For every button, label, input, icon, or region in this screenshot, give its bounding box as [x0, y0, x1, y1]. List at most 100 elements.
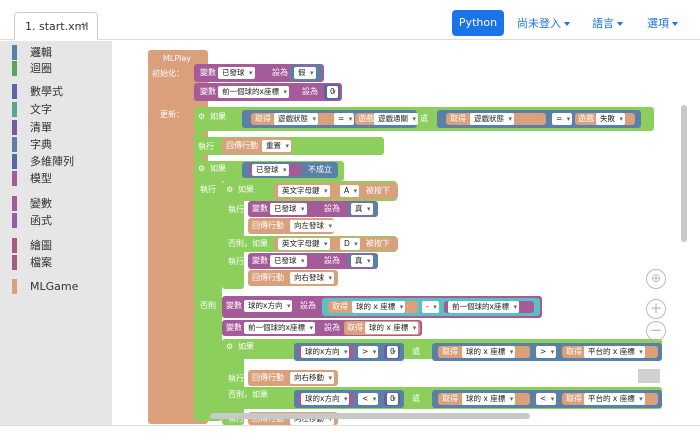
variable-dropdown[interactable]: 已發球 [270, 203, 307, 215]
ball-x-dropdown[interactable]: 球的 x 座標 [365, 322, 419, 334]
set-to-label: 設為 [324, 323, 340, 332]
variable-dropdown[interactable]: 球的x方向 [301, 393, 350, 405]
ball-x-dropdown[interactable]: 球的 x 座標 [462, 346, 516, 358]
blockly-workspace[interactable]: MLPlay 初始化： 更新： 變數 已發球 設為 假 變數 前一個球的x座標 … [112, 41, 692, 425]
recenter-icon[interactable]: ⊕ [646, 269, 666, 289]
platform-x-dropdown[interactable]: 平台的 x 座標 [584, 393, 645, 405]
return-action-label: 回傳行動 [226, 141, 258, 150]
variable-dropdown[interactable]: 已發球 [218, 67, 255, 79]
variable-dropdown[interactable]: 前一個球的x座標 [218, 86, 289, 98]
set-to-label: 設為 [300, 301, 316, 310]
or-operator[interactable]: 或 [420, 114, 428, 123]
options-label: 選項 [647, 17, 669, 30]
file-tab-label: 1. start.xml [25, 20, 89, 33]
settings-icon[interactable]: ⚙ [226, 185, 234, 194]
operator-dropdown[interactable]: < [358, 393, 379, 405]
operator-dropdown[interactable]: = [334, 113, 355, 125]
operator-dropdown[interactable]: = [552, 113, 573, 125]
key-type-dropdown[interactable]: 英文字母鍵 [278, 238, 330, 250]
chevron-down-icon [672, 22, 678, 26]
variable-dropdown[interactable]: 前一個球的x座標 [448, 301, 519, 313]
variable-dropdown[interactable]: 球的x方向 [244, 300, 293, 312]
horizontal-scrollbar[interactable] [210, 413, 530, 419]
variable-dropdown[interactable]: 已發球 [270, 255, 307, 267]
category-color-swatch [12, 213, 17, 228]
set-to-label: 設為 [302, 87, 318, 96]
close-tab-icon[interactable]: × [80, 20, 89, 31]
category-color-swatch [12, 279, 17, 294]
update-label: 更新： [160, 110, 184, 119]
status-value-dropdown[interactable]: 失敗 [596, 113, 625, 125]
trashcan-icon[interactable] [638, 369, 660, 383]
if-label: 如果 [210, 164, 226, 173]
category-label: 數學式 [30, 85, 63, 98]
category-color-swatch [12, 154, 17, 169]
variable-label: 變數 [200, 68, 216, 77]
or-operator[interactable]: 或 [412, 347, 420, 356]
operator-dropdown[interactable]: < [536, 393, 557, 405]
operator-dropdown[interactable]: > [536, 346, 557, 358]
status-value-dropdown[interactable]: 遊戲通關 [374, 113, 418, 125]
if-label: 如果 [210, 112, 226, 121]
category-label: 字典 [30, 138, 52, 151]
variable-dropdown[interactable]: 球的x方向 [301, 346, 350, 358]
exec-label: 執行 [228, 257, 244, 266]
boolean-dropdown[interactable]: 假 [294, 67, 316, 79]
if-else-spine [194, 161, 222, 421]
else-if-label: 否則，如果 [228, 390, 268, 399]
zoom-in-icon[interactable]: + [646, 299, 666, 319]
game-status-dropdown[interactable]: 遊戲狀態 [470, 113, 514, 125]
get-label: 取得 [442, 347, 458, 356]
key-dropdown[interactable]: A [340, 185, 360, 197]
number-field[interactable]: 0 [387, 393, 398, 405]
settings-icon[interactable]: ⚙ [198, 164, 206, 173]
category-label: 繪圖 [30, 239, 52, 252]
key-dropdown[interactable]: D [340, 238, 360, 250]
login-menu[interactable]: 尚未登入 [517, 15, 570, 31]
variable-dropdown[interactable]: 前一個球的x座標 [244, 322, 315, 334]
zoom-out-icon[interactable]: − [646, 321, 666, 341]
file-tab[interactable]: 1. start.xml× [14, 12, 98, 40]
category-label: 多維陣列 [30, 155, 74, 168]
action-dropdown[interactable]: 向右移動 [290, 372, 334, 384]
game-label: 遊戲 [358, 114, 374, 123]
variable-dropdown[interactable]: 已發球 [252, 164, 289, 176]
variable-label: 變數 [200, 87, 216, 96]
python-button[interactable]: Python [452, 10, 504, 36]
settings-icon[interactable]: ⚙ [198, 112, 206, 121]
boolean-dropdown[interactable]: 真 [351, 203, 373, 215]
chevron-down-icon [564, 22, 570, 26]
category-color-swatch [12, 84, 17, 99]
operator-dropdown[interactable]: - [422, 301, 439, 313]
options-menu[interactable]: 選項 [647, 15, 678, 31]
action-dropdown[interactable]: 向左發球 [290, 220, 334, 232]
operator-dropdown[interactable]: > [358, 346, 379, 358]
boolean-dropdown[interactable]: 真 [351, 255, 373, 267]
or-operator[interactable]: 或 [412, 394, 420, 403]
number-field[interactable]: 0 [327, 86, 338, 98]
game-status-dropdown[interactable]: 遊戲狀態 [274, 113, 318, 125]
language-menu[interactable]: 語言 [592, 15, 623, 31]
key-type-dropdown[interactable]: 英文字母鍵 [278, 185, 330, 197]
action-dropdown[interactable]: 重置 [262, 140, 291, 152]
set-to-label: 設為 [272, 68, 288, 77]
else-if-label: 否則，如果 [228, 239, 268, 248]
vertical-scrollbar[interactable] [681, 105, 687, 242]
pressed-label: 被按下 [366, 239, 390, 248]
get-label: 取得 [450, 114, 466, 123]
category-color-swatch [12, 45, 17, 60]
ball-x-dropdown[interactable]: 球的 x 座標 [462, 393, 516, 405]
ball-x-dropdown[interactable]: 球的 x 座標 [352, 301, 406, 313]
exec-label: 執行 [228, 205, 244, 214]
get-label: 取得 [332, 302, 348, 311]
number-field[interactable]: 0 [387, 346, 398, 358]
exec-label: 執行 [228, 374, 244, 383]
return-action-label: 回傳行動 [252, 273, 284, 282]
platform-x-dropdown[interactable]: 平台的 x 座標 [584, 346, 645, 358]
action-dropdown[interactable]: 向右發球 [290, 272, 334, 284]
get-label: 取得 [347, 323, 363, 332]
set-to-label: 設為 [324, 204, 340, 213]
else-label: 否則 [200, 301, 216, 310]
settings-icon[interactable]: ⚙ [226, 342, 234, 351]
category-label: 變數 [30, 197, 52, 210]
